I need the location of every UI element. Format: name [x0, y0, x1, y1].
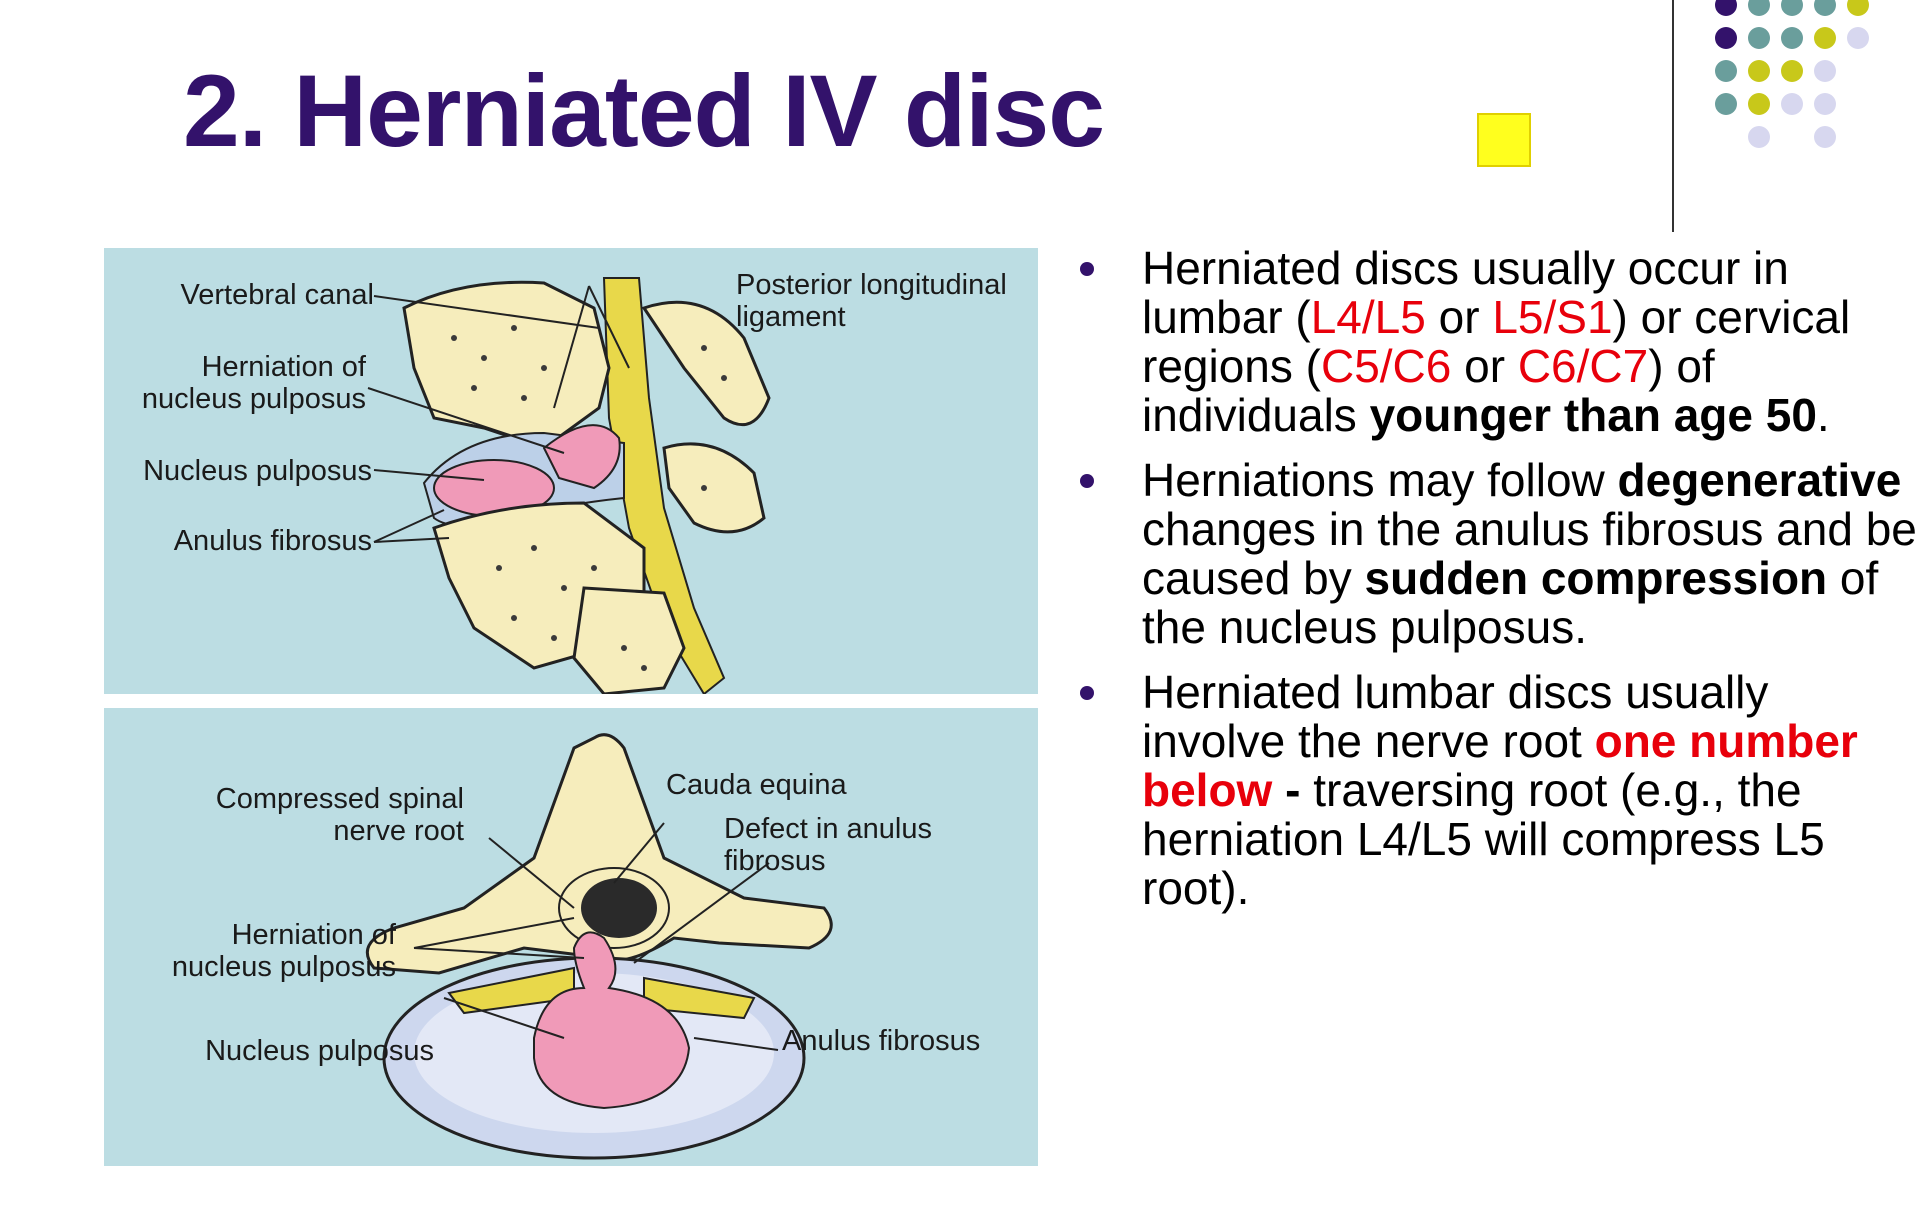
decor-dot — [1715, 93, 1737, 115]
decor-dot — [1781, 0, 1803, 16]
label-herniation-line2: nucleus pulposus — [172, 951, 396, 983]
decor-dot — [1715, 27, 1737, 49]
label-herniation-line1: Herniation of — [232, 919, 397, 951]
sagittal-illustration: Vertebral canal Herniation of nucleus pu… — [142, 269, 1007, 694]
label-anulus-fibrosus: Anulus fibrosus — [174, 525, 372, 557]
sagittal-disc-figure: Vertebral canal Herniation of nucleus pu… — [104, 248, 1038, 694]
axial-disc-figure: Compressed spinal nerve root Cauda equin… — [104, 708, 1038, 1166]
decor-dot — [1748, 126, 1770, 148]
label-cauda-equina: Cauda equina — [666, 769, 847, 801]
vertical-divider — [1672, 0, 1674, 232]
decor-dot — [1781, 93, 1803, 115]
label-compressed-line1: Compressed spinal — [216, 783, 464, 815]
decor-dot — [1748, 27, 1770, 49]
bullet-item: Herniated discs usually occur in lumbar … — [1070, 244, 1920, 440]
slide-title: 2. Herniated IV disc — [183, 54, 1105, 168]
decor-dot — [1847, 27, 1869, 49]
label-compressed-line2: nerve root — [333, 815, 464, 847]
decor-dot — [1781, 60, 1803, 82]
decor-dot — [1748, 60, 1770, 82]
label-herniation-line2: nucleus pulposus — [142, 383, 366, 415]
bullet-dot-icon — [1080, 474, 1094, 488]
label-herniation-line1: Herniation of — [202, 351, 367, 383]
decor-dot — [1847, 0, 1869, 16]
decor-dot — [1814, 27, 1836, 49]
decor-dot — [1715, 0, 1737, 16]
decor-dot — [1781, 27, 1803, 49]
bullet-item: Herniations may follow degenerative chan… — [1070, 456, 1920, 652]
dot-grid-decoration — [1715, 0, 1869, 148]
label-nucleus-pulposus: Nucleus pulposus — [205, 1035, 434, 1067]
bullet-dot-icon — [1080, 686, 1094, 700]
label-vertebral-canal: Vertebral canal — [181, 279, 374, 311]
label-anulus-fibrosus: Anulus fibrosus — [782, 1025, 980, 1057]
decor-dot — [1748, 93, 1770, 115]
yellow-square-decoration — [1477, 113, 1531, 167]
decor-dot — [1814, 126, 1836, 148]
label-nucleus-pulposus: Nucleus pulposus — [143, 455, 372, 487]
label-pll-line1: Posterior longitudinal — [736, 269, 1007, 301]
label-defect-line1: Defect in anulus — [724, 813, 932, 845]
decor-dot — [1748, 0, 1770, 16]
label-pll-line2: ligament — [736, 301, 846, 333]
bullet-list: Herniated discs usually occur in lumbar … — [1070, 244, 1920, 929]
axial-illustration: Compressed spinal nerve root Cauda equin… — [172, 733, 980, 1160]
bullet-dot-icon — [1080, 262, 1094, 276]
decor-dot — [1715, 60, 1737, 82]
decor-dot — [1814, 0, 1836, 16]
label-defect-line2: fibrosus — [724, 845, 826, 877]
decor-dot — [1814, 93, 1836, 115]
bullet-item: Herniated lumbar discs usually involve t… — [1070, 668, 1920, 913]
decor-dot — [1814, 60, 1836, 82]
